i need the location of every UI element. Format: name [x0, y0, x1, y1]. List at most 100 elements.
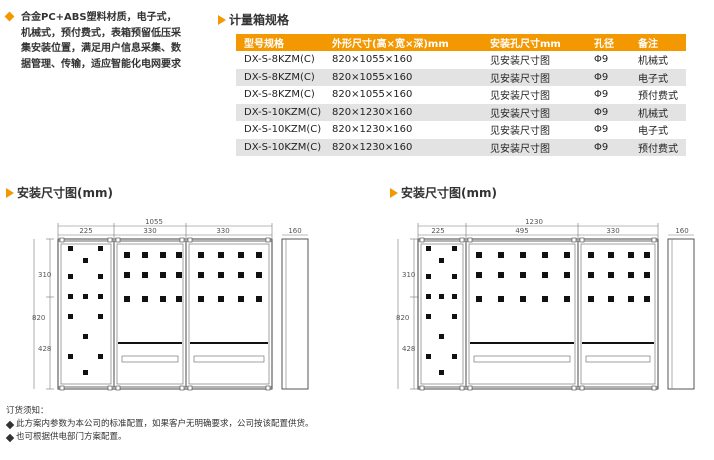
meter-window: [498, 252, 504, 258]
cell-remark: 预付费式: [630, 138, 686, 156]
mount-lug: [179, 237, 185, 243]
mount-lug: [579, 237, 585, 243]
meter-window: [142, 272, 148, 278]
description-text: 合金PC+ABS塑料材质，电子式，机械式，预付费式，表箱预留低压采集安装位置，满…: [21, 12, 181, 70]
dim-upper: 310: [38, 271, 51, 279]
cell-remark: 电子式: [638, 126, 668, 138]
meter-window: [520, 296, 526, 302]
table-row: DX-S-10KZM(C) 820×1230×160 见安装尺寸图 Φ9 预付费…: [236, 138, 686, 156]
dim-depth: 160: [675, 227, 688, 235]
meter-window: [588, 252, 594, 258]
header-mounting-hole: 安装孔尺寸mm: [482, 34, 586, 51]
meter-window: [198, 272, 204, 278]
meter-window: [644, 296, 650, 302]
dim-col-width-3: 330: [606, 227, 619, 235]
table-row: DX-S-10KZM(C) 820×1230×160 见安装尺寸图 Φ9 电子式: [236, 121, 686, 139]
cell-remark: 预付费式: [638, 91, 678, 103]
meter-compartment: [577, 240, 659, 388]
dim-depth: 160: [288, 227, 301, 235]
meter-window: [452, 354, 457, 359]
meter-window: [238, 252, 244, 258]
side-view-box: [667, 238, 695, 390]
cell-mounting-hole: 见安装尺寸图: [482, 68, 586, 86]
meter-window: [83, 258, 88, 263]
meter-window: [426, 314, 431, 319]
cell-mounting-hole: 见安装尺寸图: [482, 103, 586, 121]
breaker-slot: [585, 355, 651, 363]
mount-lug: [419, 385, 425, 391]
meter-window: [564, 272, 570, 278]
meter-window: [644, 252, 650, 258]
dim-total-width: 1230: [525, 218, 543, 226]
meter-window: [142, 296, 148, 302]
note-text: 此方案内参数为本公司的标准配置，如果客户无明确要求，公司按该配置供货。: [16, 419, 314, 429]
cell-dimensions: 820×1230×160: [324, 103, 482, 121]
meter-window: [588, 272, 594, 278]
meter-window: [198, 252, 204, 258]
mount-lug: [467, 237, 473, 243]
mount-lug: [59, 385, 65, 391]
header-remark: 备注: [630, 34, 686, 51]
meter-window: [564, 252, 570, 258]
meter-window: [68, 354, 73, 359]
diamond-bullet-icon: [5, 420, 15, 429]
meter-window: [83, 294, 88, 299]
note-text: 也可根据供电部门方案配置。: [16, 432, 127, 442]
mount-lug: [179, 385, 185, 391]
meter-window: [564, 296, 570, 302]
cell-mounting-hole: 见安装尺寸图: [482, 138, 586, 156]
mount-lug: [115, 385, 121, 391]
meter-window: [608, 296, 614, 302]
meter-window: [176, 272, 182, 278]
mount-lug: [107, 385, 113, 391]
meter-window: [124, 296, 130, 302]
meter-window: [426, 294, 431, 299]
triangle-bullet-icon: [6, 187, 14, 198]
cell-hole-diameter: Φ9: [594, 89, 609, 101]
header-model: 型号规格: [236, 34, 324, 51]
compartment-inner-frame: [580, 243, 656, 385]
din-rail: [582, 342, 654, 344]
meter-window: [98, 294, 103, 299]
cell-remark: 电子式: [630, 68, 686, 86]
mount-lug: [651, 237, 657, 243]
meter-window: [68, 314, 73, 319]
dim-col-width-3: 330: [216, 227, 229, 235]
dim-col-width-2: 495: [515, 227, 528, 235]
meter-window: [98, 354, 103, 359]
meter-window: [542, 296, 548, 302]
dim-col-width-1: 225: [431, 227, 444, 235]
meter-window: [520, 272, 526, 278]
dim-col-width-2: 330: [143, 227, 156, 235]
meter-window: [98, 314, 103, 319]
mount-lug: [107, 237, 113, 243]
cell-remark: 机械式: [638, 56, 668, 68]
install-diagram-left-svg: 1055 225 330 330 160 820 310 428: [32, 218, 309, 391]
cell-dimensions: 820×1055×160: [332, 54, 413, 66]
din-rail: [118, 342, 182, 344]
side-view-box: [281, 238, 309, 390]
meter-window: [256, 296, 262, 302]
install-right-title-text: 安装尺寸图(mm): [401, 186, 497, 200]
meter-window: [439, 370, 444, 375]
cell-dimensions: 820×1230×160: [332, 124, 413, 136]
meter-window: [160, 272, 166, 278]
list-item: 也可根据供电部门方案配置。: [5, 431, 314, 444]
install-diagram-left: 1055 225 330 330 160 820 310 428: [28, 214, 318, 398]
header-dimensions: 外形尺寸(高×宽×深)mm: [324, 34, 482, 51]
meter-window: [176, 296, 182, 302]
meter-window: [83, 370, 88, 375]
meter-window: [68, 294, 73, 299]
install-diagram-right: 1230 225 495 330 160 820 310 428: [392, 214, 702, 398]
meter-window: [452, 246, 457, 251]
cell-hole-diameter: Φ9: [586, 68, 630, 86]
dim-lower: 428: [38, 345, 51, 353]
meter-window: [439, 334, 444, 339]
meter-window: [124, 252, 130, 258]
spec-title-text: 计量箱规格: [229, 13, 290, 27]
install-diagram-right-svg: 1230 225 495 330 160 820 310 428: [396, 218, 695, 391]
meter-window: [98, 246, 103, 251]
meter-window: [238, 296, 244, 302]
cell-model: DX-S-8KZM(C): [244, 54, 315, 66]
cell-hole-diameter: Φ9: [586, 103, 630, 121]
